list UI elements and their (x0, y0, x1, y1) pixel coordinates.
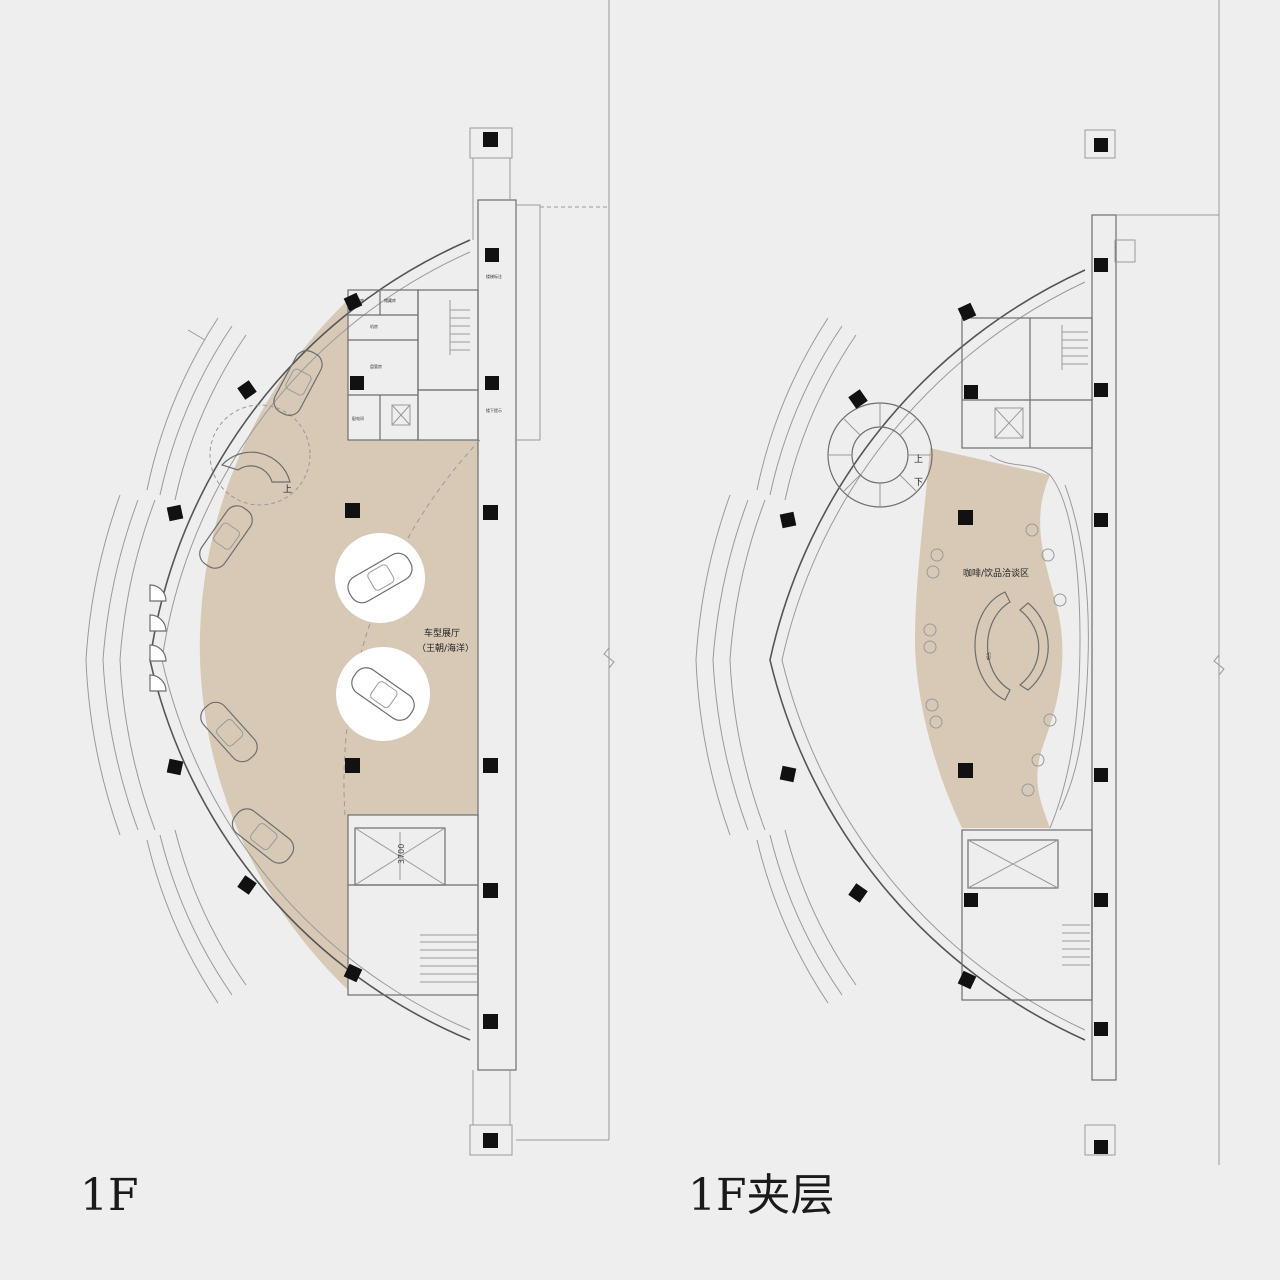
room-label: 储藏库 (384, 297, 396, 303)
dimension-label: 3700 (397, 844, 406, 864)
plan-1f-mezzanine: 上 下 吧台 咖啡/饮品洽谈区 (688, 129, 1219, 1221)
room-label: 机房 (370, 323, 378, 329)
room-label: 盘管房 (370, 363, 382, 369)
spiral-stair-1f (220, 451, 291, 483)
outer-steps-mezz (695, 317, 857, 1004)
counter-mark: 吧台 (985, 652, 991, 660)
columns-mezz (779, 138, 1108, 1154)
lounge-floor-mezz (915, 448, 1063, 828)
zone-sub-1f: （王朝/海洋） (417, 642, 474, 654)
service-rooms-top-mezz (961, 317, 1093, 449)
bar-counter-mezz: 吧台 (974, 591, 1049, 701)
floor-label-1f: 1F (80, 1170, 139, 1221)
note-label: 楼下提示 (486, 407, 502, 413)
note-label: 楼梯标注 (486, 273, 502, 279)
service-rooms-bottom-mezz (961, 829, 1093, 1001)
outer-steps-1f (85, 317, 247, 1004)
rotunda-circle-1f (209, 404, 311, 506)
entrance-doors-1f (149, 584, 167, 692)
spine-1f (477, 199, 517, 1071)
facade-arc-mezz (769, 269, 1086, 1041)
break-mark-right (1213, 654, 1225, 676)
zone-name-mezz: 咖啡/饮品洽谈区 (963, 567, 1029, 579)
turntable-1 (335, 533, 425, 623)
floor-label-mezz: 1F夹层 (688, 1170, 835, 1221)
room-label: 配电间 (352, 415, 364, 421)
plan-1f: 冷藏库 储藏库 机房 盘管房 配电间 楼梯标注 楼下提示 3700 (80, 127, 609, 1221)
display-cars-1f (199, 350, 430, 864)
break-mark-left (603, 647, 615, 669)
spiral-stair-mezz: 上 下 (827, 402, 933, 508)
showroom-floor-1f (199, 300, 479, 990)
spine-mezz (1091, 214, 1117, 1081)
lounge-chairs-mezz (923, 523, 1067, 797)
stair-mark-down: 下 (914, 478, 923, 488)
stair-mark-up: 上 (914, 454, 923, 465)
zone-name-1f: 车型展厅 (424, 627, 460, 639)
stair-mark: 上 (283, 484, 292, 495)
columns-1f (166, 132, 499, 1148)
service-rooms-top-1f: 冷藏库 储藏库 机房 盘管房 配电间 楼梯标注 楼下提示 (347, 273, 502, 441)
turntable-2 (336, 647, 430, 741)
service-rooms-bottom-1f: 3700 (347, 814, 479, 996)
